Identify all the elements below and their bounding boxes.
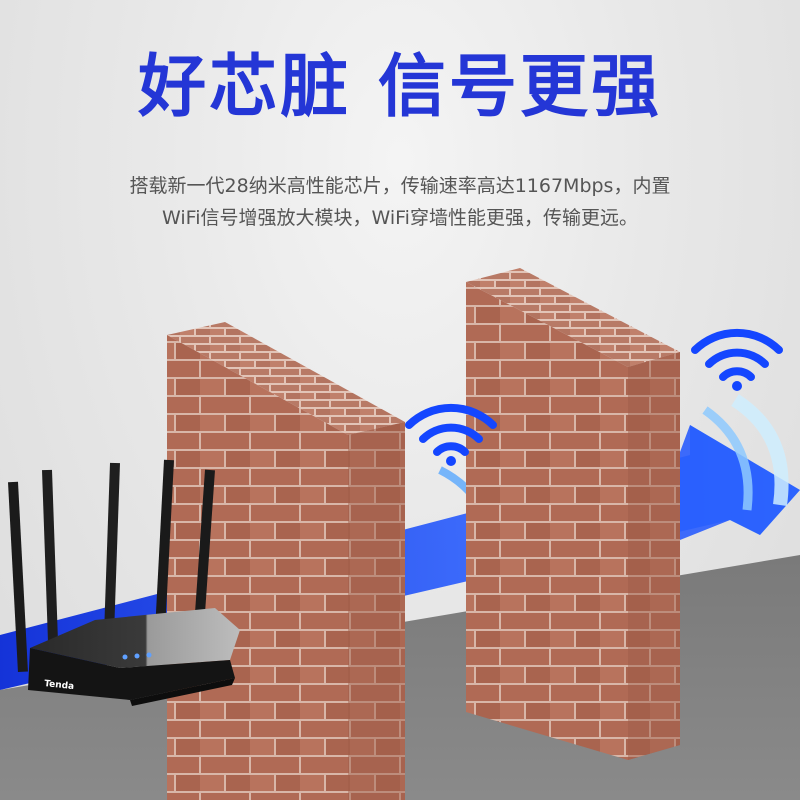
wifi-icon (691, 328, 783, 391)
status-led (134, 653, 140, 659)
status-led (122, 654, 128, 660)
wifi-icon (405, 403, 497, 466)
antenna (154, 459, 174, 636)
subtitle-line-2: WiFi信号增强放大模块，WiFi穿墙性能更强，传输更远。 (162, 207, 638, 229)
brick-wall-1 (167, 322, 405, 800)
signal-waves-right (702, 394, 789, 511)
status-led (146, 652, 152, 658)
brick-wall-2 (466, 268, 680, 760)
router-brand-label: Tenda (44, 679, 75, 692)
router: Tenda (8, 459, 240, 706)
antenna (104, 462, 120, 634)
signal-beam-front (680, 425, 800, 540)
page-title: 好芯脏 信号更强 (138, 48, 662, 127)
antenna (8, 481, 28, 673)
subtitle-line-1: 搭载新一代28纳米高性能芯片，传输速率高达1167Mbps，内置 (129, 175, 671, 197)
antenna (42, 469, 59, 646)
